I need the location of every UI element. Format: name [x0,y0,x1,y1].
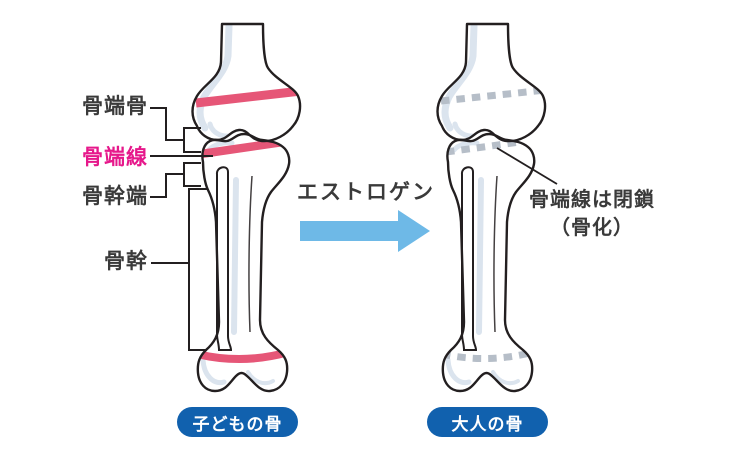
annotation-closed-line: 骨端線は閉鎖 （骨化） [512,185,672,241]
growth-plate-femur [195,86,301,108]
label-metaphysis: 骨幹端 [82,184,148,208]
closed-plate-tibia-bottom [442,348,535,362]
label-epiphysis-bone: 骨端骨 [82,94,148,118]
label-connectors [150,107,213,351]
badge-child-bone: 子どもの骨 [177,407,298,437]
annotation-line1: 骨端線は閉鎖 [529,187,655,211]
label-epiphyseal-line: 骨端線 [82,145,148,169]
label-diaphysis: 骨幹 [104,249,148,273]
closed-line-pointer [496,147,558,185]
adult-bone-illustration [438,24,547,391]
closed-plate-femur [440,86,546,105]
child-bone-illustration [193,24,302,391]
label-estrogen: エストロゲン [297,180,435,204]
estrogen-arrow-icon [300,210,430,252]
growth-plate-tibia-bottom [197,348,290,363]
annotation-line2: （骨化） [550,215,634,239]
badge-adult-bone: 大人の骨 [427,407,548,437]
